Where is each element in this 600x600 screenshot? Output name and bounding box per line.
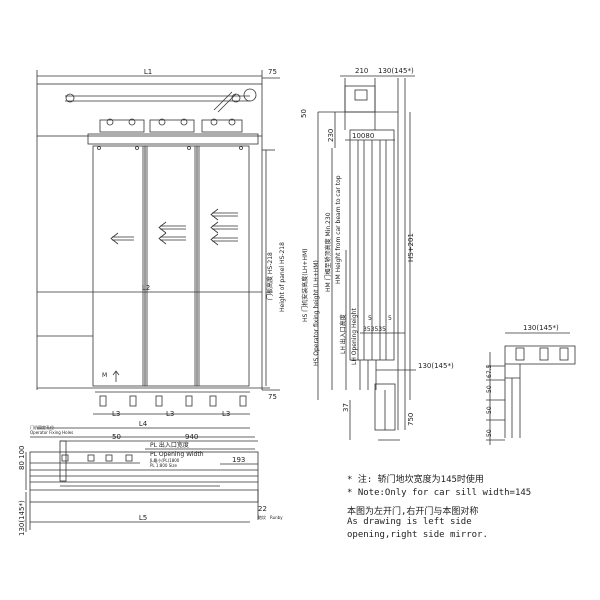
dim-l2: L2 bbox=[142, 284, 150, 292]
dim-l4: L4 bbox=[139, 420, 148, 428]
dim-940: 940 bbox=[185, 433, 198, 441]
detail-dim-50c: 50 bbox=[486, 429, 493, 437]
dim-22: 22 bbox=[258, 505, 267, 513]
dim-750: 750 bbox=[407, 413, 415, 426]
detail-dim-50a: 50 bbox=[486, 385, 493, 393]
door-panel-2 bbox=[144, 145, 198, 387]
dim-130-side: 130(145*) bbox=[418, 362, 454, 370]
arrow-left-icon bbox=[110, 232, 134, 245]
dim-210: 210 bbox=[355, 67, 368, 75]
front-view: L1 75 bbox=[36, 68, 286, 429]
dim-l3-1: L3 bbox=[112, 410, 120, 418]
pl-width-cn: PL 出入口宽度 bbox=[150, 441, 189, 449]
pl-small-1: JL最小(PL)1800 bbox=[149, 457, 180, 463]
pl-small-2: PL 1:800 Size bbox=[150, 463, 177, 468]
dim-353535: 353535 bbox=[363, 326, 386, 333]
sill-profile bbox=[29, 451, 259, 503]
lh-cn: LH 出入口高度 bbox=[339, 314, 347, 354]
hs-cn: HS 门机安装高度(LH+HM) bbox=[301, 249, 309, 322]
door-header-beam bbox=[36, 83, 263, 137]
detail-dim-50b: 50 bbox=[486, 406, 493, 414]
dim-5a: 5 bbox=[368, 315, 372, 322]
dim-10080: 10080 bbox=[352, 132, 374, 140]
hm-cn: HM 门楣至轿顶高度 Min.230 bbox=[324, 212, 332, 292]
dim-l5: L5 bbox=[139, 514, 147, 522]
panel-height-cn: 门板高度 HS-218 bbox=[266, 252, 274, 300]
dim-130-side-top: 130(145*) bbox=[378, 67, 414, 75]
note-cn: * 注: 轿门地坎宽度为145时使用 bbox=[347, 475, 484, 485]
plan-view: 门机固定孔位 Operator Fixing Holes 50 940 PL 出… bbox=[18, 424, 283, 536]
dim-75-top: 75 bbox=[268, 68, 277, 76]
dim-193: 193 bbox=[232, 456, 245, 464]
dim-80-100: 80 100 bbox=[18, 446, 26, 471]
dim-75-bottom: 75 bbox=[268, 393, 277, 401]
arrow-left-icon bbox=[210, 208, 238, 246]
panel-height-en: Height of panel HS-218 bbox=[279, 242, 286, 312]
detail-header bbox=[504, 345, 576, 365]
detail-dim-130: 130(145*) bbox=[523, 324, 559, 332]
pl-width-en: PL Opening Width bbox=[150, 451, 204, 458]
fixing-holes-cn: 门机固定孔位 bbox=[30, 424, 54, 430]
sill-clamps bbox=[95, 391, 250, 407]
dim-l3-3: L3 bbox=[222, 410, 230, 418]
dim-m: M bbox=[102, 372, 107, 379]
dim-50-side: 50 bbox=[300, 109, 308, 118]
dim-hs201: HS+201 bbox=[407, 233, 415, 262]
arrow-left-icon bbox=[158, 221, 186, 245]
dim-130-plan: 130(145*) bbox=[18, 500, 26, 536]
sill-detail-view: 130(145*) 67.5 50 50 50 bbox=[486, 324, 576, 445]
mirror-note-cn: 本图为左开门,右开门与本图对称 bbox=[347, 507, 479, 517]
mirror-note-en-2: opening,right side mirror. bbox=[347, 530, 488, 540]
dim-50: 50 bbox=[112, 433, 121, 441]
dim-37: 37 bbox=[342, 403, 350, 412]
hm-en: HM Height from car beam to car top bbox=[335, 175, 342, 284]
detail-dim-67-5: 67.5 bbox=[486, 364, 493, 378]
fixing-holes-en: Operator Fixing Holes bbox=[30, 430, 73, 435]
side-view: 210 130(145*) 50 230 10080 HM 门楣至轿顶高度 Mi… bbox=[300, 67, 454, 441]
dim-230: 230 bbox=[327, 129, 335, 142]
door-panel-3 bbox=[196, 145, 250, 387]
note-en: * Note:Only for car sill width=145 bbox=[347, 488, 532, 498]
mirror-note-en-1: As drawing is left side bbox=[347, 517, 472, 527]
dim-l1: L1 bbox=[144, 68, 152, 76]
dim-l3-2: L3 bbox=[166, 410, 174, 418]
dim-5b: 5 bbox=[388, 315, 392, 322]
lh-en: LH Opening Height bbox=[351, 308, 358, 365]
sill-label-en: Runby bbox=[270, 515, 283, 520]
sill-label-cn: 地坎 bbox=[258, 514, 266, 520]
door-panel-1 bbox=[92, 145, 146, 387]
hs-en: HS Operator fixing height (LH+HM) bbox=[313, 260, 320, 366]
